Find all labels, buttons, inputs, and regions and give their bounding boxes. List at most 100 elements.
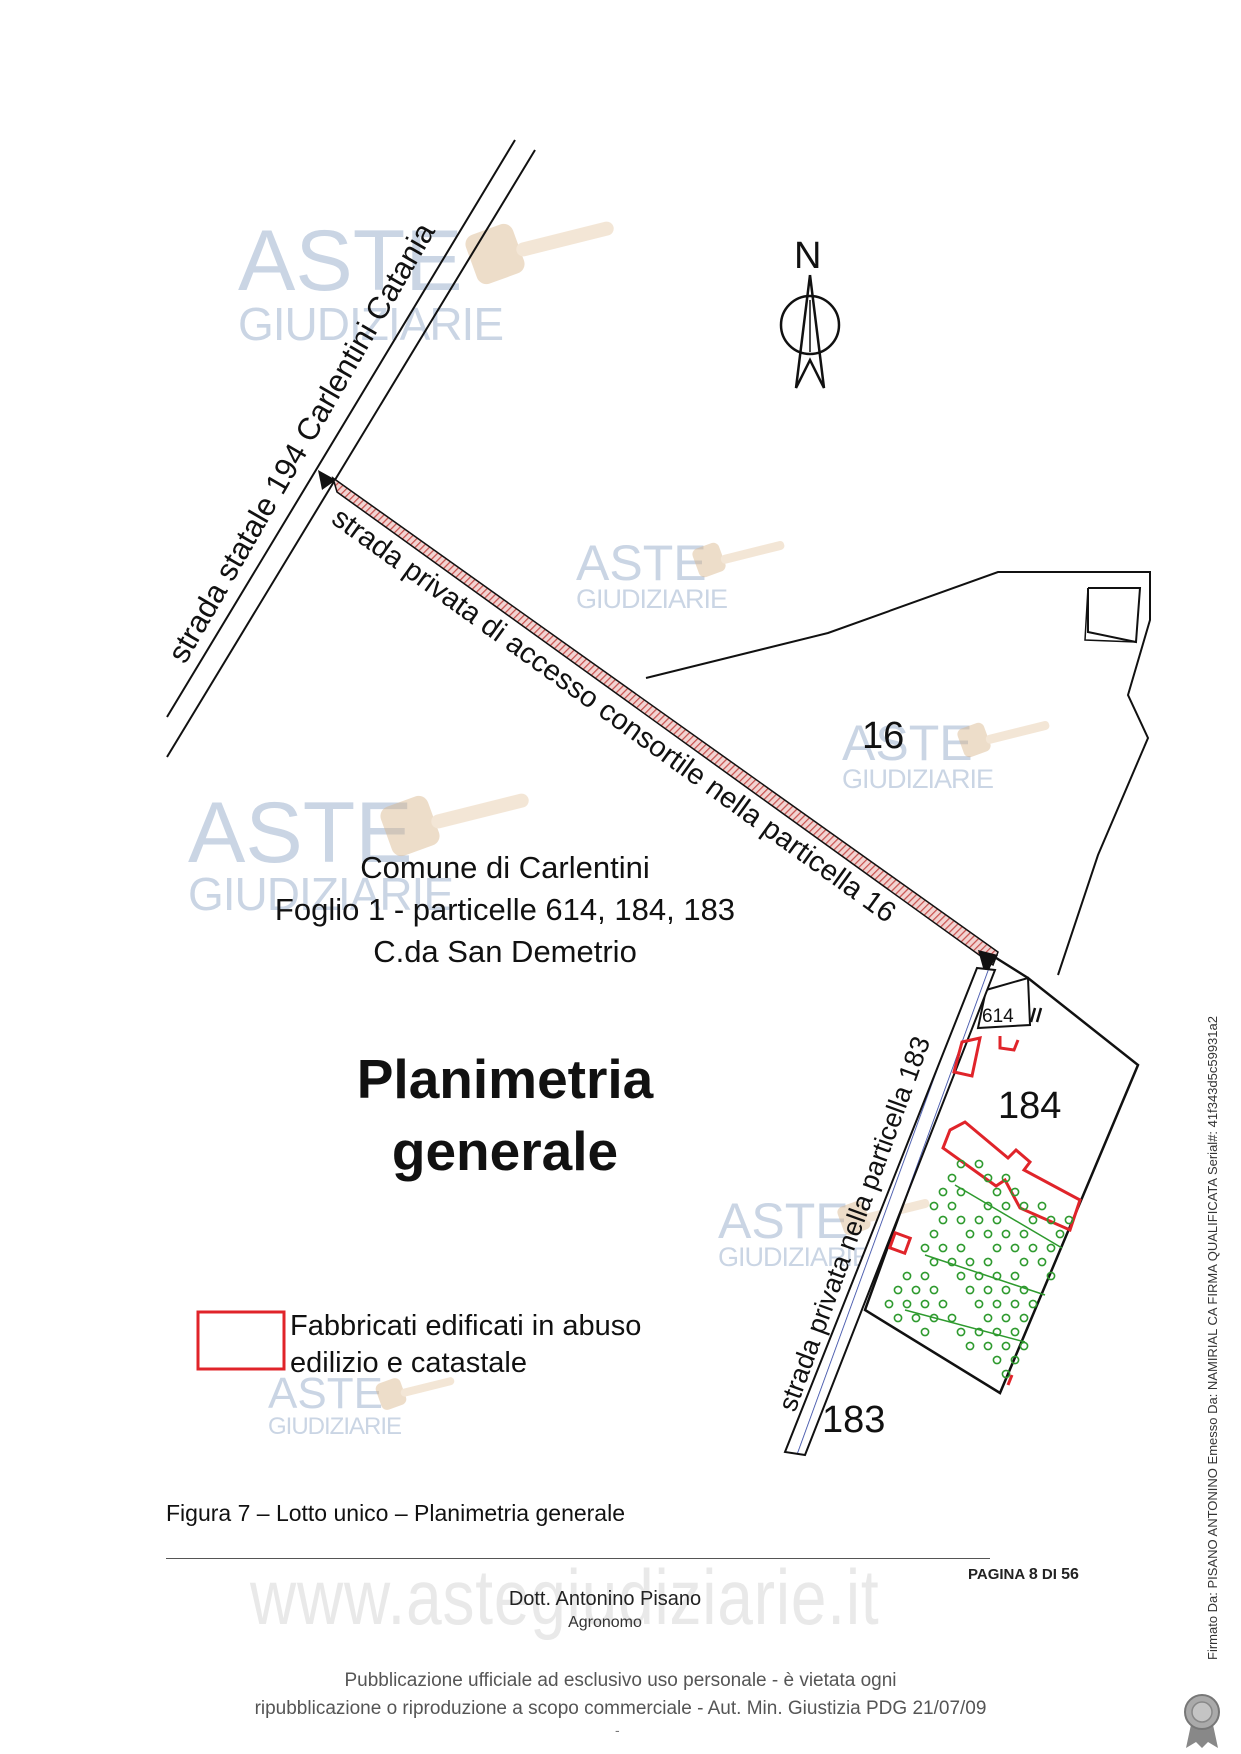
watermark-aste-5: ASTE GIUDIZIARIE: [718, 1193, 930, 1272]
svg-text:GIUDIZIARIE: GIUDIZIARIE: [576, 584, 727, 614]
private-access-road: [331, 476, 999, 967]
tree-icon: [929, 1257, 939, 1267]
svg-text:GIUDIZIARIE: GIUDIZIARIE: [238, 298, 503, 350]
tree-icon: [992, 1187, 1002, 1197]
parcel-16-shed: [1084, 587, 1137, 643]
tree-icon: [1019, 1341, 1029, 1351]
legend: Fabbricati edificati in abuso edilizio e…: [196, 1310, 641, 1379]
tree-icon: [983, 1313, 993, 1323]
site-watermark: www.astegiudiziarie.it: [250, 1553, 880, 1641]
tree-icon: [974, 1327, 984, 1337]
svg-text:GIUDIZIARIE: GIUDIZIARIE: [188, 868, 453, 920]
watermark-aste-1: ASTE GIUDIZIARIE: [238, 213, 614, 350]
tree-icon: [1001, 1201, 1011, 1211]
tree-icon: [893, 1313, 903, 1323]
tree-icon: [1019, 1201, 1029, 1211]
tree-icon: [992, 1271, 1002, 1281]
tree-icon: [1001, 1313, 1011, 1323]
orchard-rows: [904, 1184, 1063, 1343]
tree-icon: [983, 1285, 993, 1295]
tree-icon: [983, 1173, 993, 1183]
tree-icon: [947, 1173, 957, 1183]
tree-icon: [1019, 1285, 1029, 1295]
tree-icon: [1010, 1243, 1020, 1253]
tree-icon: [956, 1187, 966, 1197]
digital-signature: Firmato Da: PISANO ANTONINO Emesso Da: N…: [1205, 1016, 1220, 1660]
orchard-trees: [884, 1159, 1074, 1379]
author-role: Agronomo: [568, 1614, 642, 1631]
footer-line-2: ripubblicazione o riproduzione a scopo c…: [254, 1698, 987, 1719]
tree-icon: [1046, 1243, 1056, 1253]
tree-icon: [920, 1327, 930, 1337]
tree-icon: [902, 1299, 912, 1309]
tree-icon: [929, 1313, 939, 1323]
tree-icon: [1046, 1271, 1056, 1281]
location-line-3: C.da San Demetrio: [373, 934, 637, 969]
tree-icon: [956, 1215, 966, 1225]
tree-icon: [1010, 1299, 1020, 1309]
figure-caption: Figura 7 – Lotto unico – Planimetria gen…: [166, 1500, 626, 1526]
tree-icon: [929, 1201, 939, 1211]
tree-icon: [956, 1243, 966, 1253]
footer-rule: [166, 1558, 990, 1559]
tree-icon: [1037, 1201, 1047, 1211]
author-name: Dott. Antonino Pisano: [508, 1588, 702, 1610]
illegal-buildings: [887, 1036, 1082, 1386]
tree-icon: [1055, 1229, 1065, 1239]
tree-icon: [992, 1215, 1002, 1225]
tree-icon: [929, 1229, 939, 1239]
plan-title: Planimetria generale: [357, 1048, 654, 1182]
legend-line-1: Fabbricati edificati in abuso: [290, 1310, 641, 1342]
svg-text:GIUDIZIARIE: GIUDIZIARIE: [718, 1242, 869, 1272]
parcel-614: 614: [976, 976, 1043, 1030]
tree-icon: [947, 1313, 957, 1323]
svg-text:GIUDIZIARIE: GIUDIZIARIE: [268, 1413, 401, 1440]
gavel-icon: [692, 540, 785, 578]
tree-icon: [992, 1299, 1002, 1309]
tree-icon: [992, 1243, 1002, 1253]
seal-icon: [1184, 1694, 1220, 1748]
plan-title-line-2: generale: [392, 1120, 618, 1182]
parcel-614-label: 614: [982, 1006, 1014, 1027]
tree-icon: [974, 1159, 984, 1169]
strada-statale-road: [166, 139, 536, 758]
location-block: Comune di Carlentini Foglio 1 - particel…: [275, 850, 735, 969]
tree-icon: [911, 1285, 921, 1295]
north-label: N: [794, 235, 821, 277]
tree-icon: [965, 1229, 975, 1239]
tree-icon: [920, 1299, 930, 1309]
tree-icon: [929, 1285, 939, 1295]
parcel-184-label: 184: [998, 1085, 1061, 1127]
tree-icon: [1046, 1215, 1056, 1225]
tree-icon: [938, 1187, 948, 1197]
tree-icon: [938, 1215, 948, 1225]
watermark-aste-2: ASTE GIUDIZIARIE: [576, 535, 785, 614]
tree-icon: [974, 1215, 984, 1225]
tree-icon: [911, 1313, 921, 1323]
svg-text:ASTE: ASTE: [268, 1369, 383, 1418]
tree-icon: [884, 1299, 894, 1309]
svg-text:ASTE: ASTE: [842, 715, 973, 771]
tree-icon: [893, 1285, 903, 1295]
tree-icon: [956, 1271, 966, 1281]
tree-icon: [1001, 1341, 1011, 1351]
gavel-icon: [380, 793, 529, 857]
page-prefix: PAGINA: [968, 1566, 1025, 1583]
legend-line-2: edilizio e catastale: [290, 1347, 527, 1379]
watermark-aste-6: ASTE GIUDIZIARIE: [268, 1369, 455, 1440]
gavel-icon: [375, 1377, 455, 1410]
tree-icon: [1001, 1173, 1011, 1183]
tree-icon: [1010, 1271, 1020, 1281]
location-line-2: Foglio 1 - particelle 614, 184, 183: [275, 892, 735, 927]
tree-icon: [992, 1327, 1002, 1337]
tree-icon: [983, 1341, 993, 1351]
parcel-16-building: [1087, 587, 1142, 644]
tree-icon: [974, 1299, 984, 1309]
page-number: PAGINA 8 DI 56: [968, 1566, 1079, 1584]
tree-icon: [1001, 1285, 1011, 1295]
tree-icon: [1001, 1369, 1011, 1379]
tree-icon: [965, 1257, 975, 1267]
tree-icon: [956, 1159, 966, 1169]
tree-icon: [1064, 1215, 1074, 1225]
